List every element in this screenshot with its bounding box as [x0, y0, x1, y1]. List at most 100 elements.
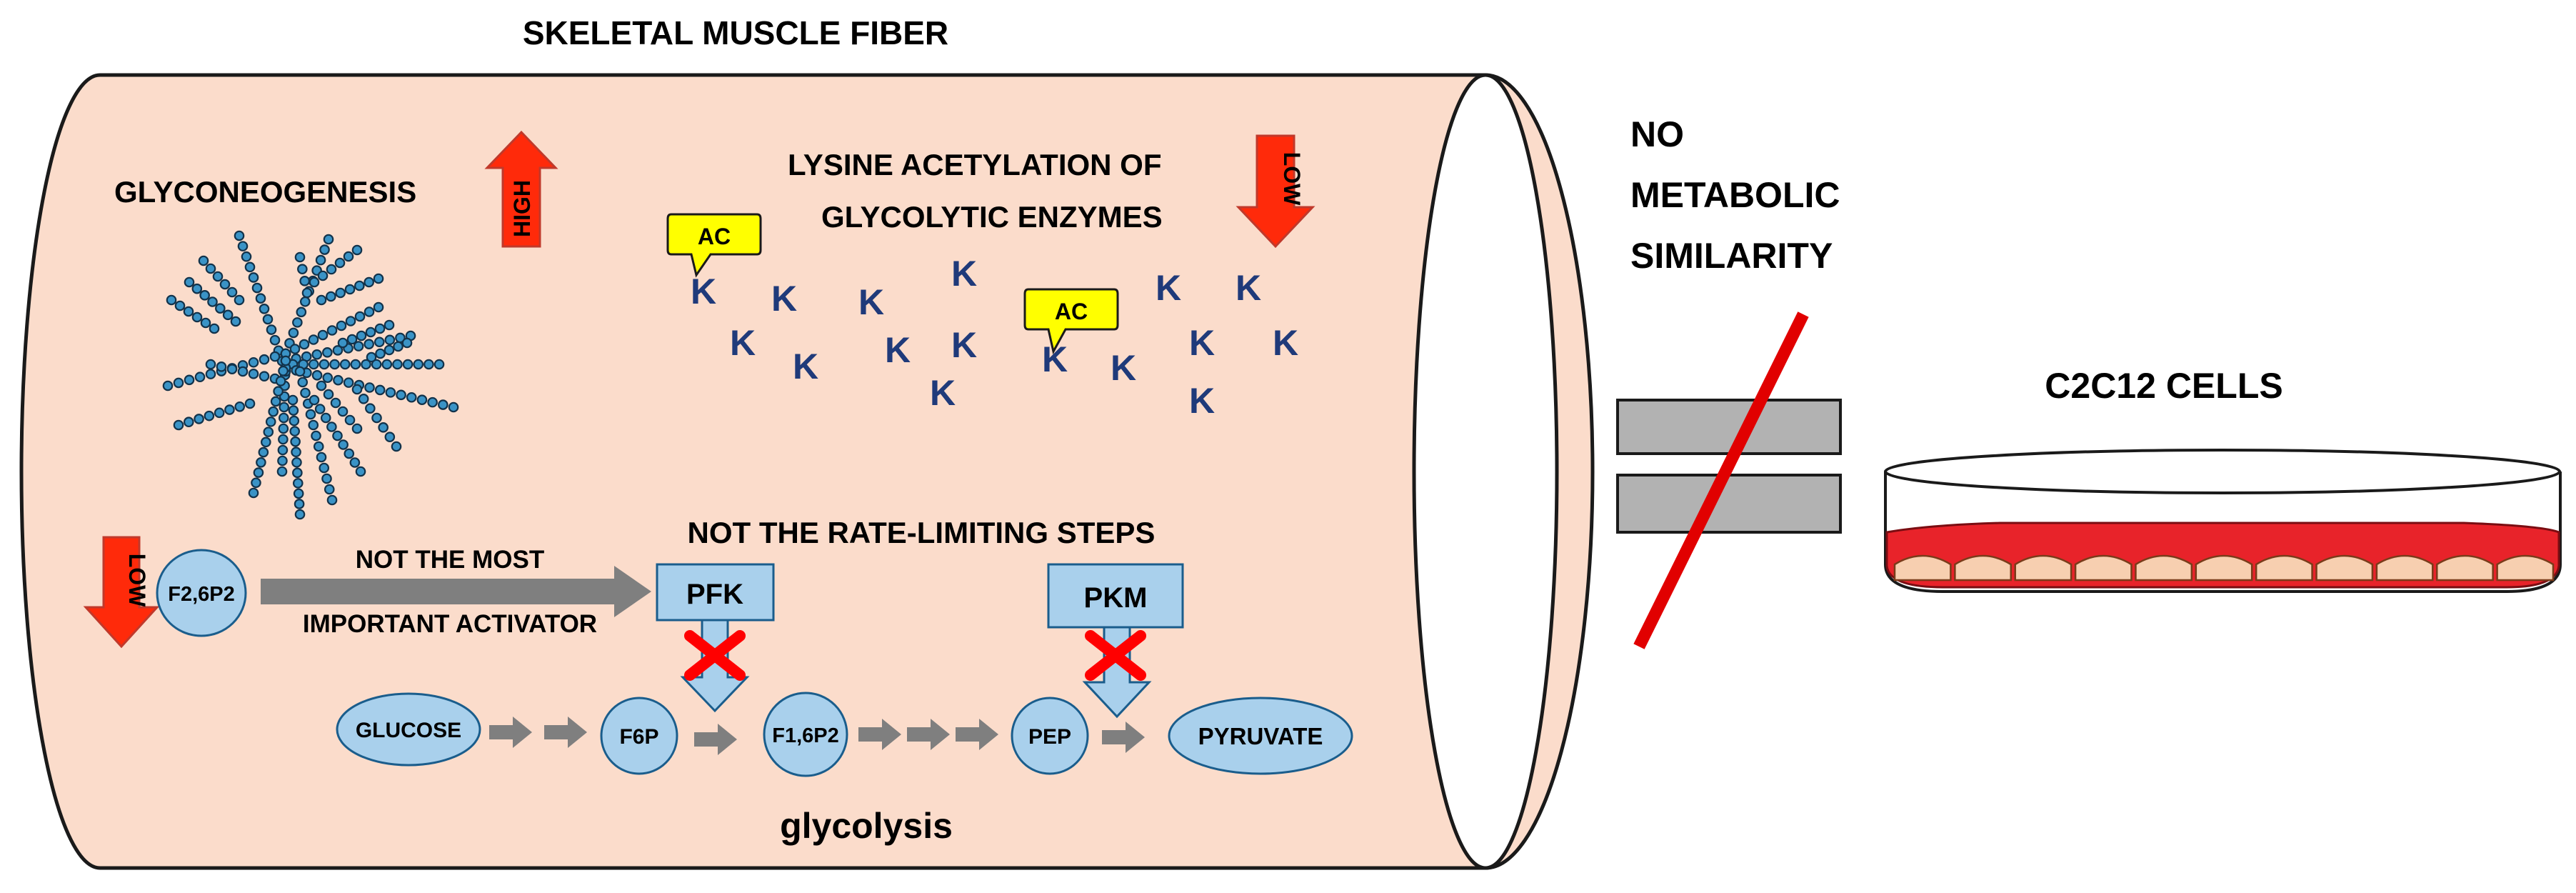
glucose-unit — [366, 351, 377, 363]
high-up-arrow: HIGH — [484, 130, 558, 248]
glucose-unit — [263, 426, 274, 437]
glucose-unit — [288, 405, 299, 416]
glucose-unit — [358, 394, 369, 404]
glucose-unit — [402, 359, 414, 370]
glucose-unit — [326, 494, 338, 506]
glucose-unit — [301, 287, 313, 299]
glucose-unit — [343, 377, 354, 388]
glucose-unit — [401, 337, 413, 349]
figure-title: SKELETAL MUSCLE FIBER — [523, 14, 948, 51]
glucose-unit — [214, 407, 225, 419]
lysine-residue: K — [730, 323, 756, 363]
glucose-unit — [344, 284, 356, 295]
glucose-unit — [258, 446, 269, 458]
glucose-unit — [374, 336, 385, 348]
glucose-unit — [344, 448, 355, 459]
glycogen-molecule-icon — [162, 230, 459, 520]
glucose-unit — [183, 416, 194, 428]
glucose-unit — [278, 423, 289, 434]
glucose-unit — [297, 376, 309, 388]
glucose-unit — [278, 365, 289, 376]
glucose-unit — [311, 430, 321, 441]
glucose-unit — [198, 255, 209, 266]
glucose-unit — [292, 467, 303, 479]
glucose-unit — [224, 404, 235, 415]
pyruvate-label: PYRUVATE — [1198, 723, 1323, 749]
cell — [1954, 554, 2012, 582]
glucose-unit — [256, 457, 266, 468]
glucose-unit — [374, 384, 386, 396]
lysine-residue: K — [930, 373, 956, 413]
glucose-unit — [326, 421, 337, 432]
glucose-unit — [335, 287, 346, 299]
pathway-arrow — [544, 717, 587, 748]
glucose-unit — [378, 422, 389, 433]
glucose-unit — [287, 394, 299, 406]
lysine-residue: K — [951, 254, 977, 294]
cell — [2496, 554, 2555, 582]
cell — [1893, 554, 1952, 582]
glucose-unit — [296, 306, 307, 318]
glucose-unit — [297, 264, 308, 274]
lysine-residue: K — [951, 325, 977, 365]
glucose-unit — [248, 369, 259, 379]
glucose-unit — [184, 276, 195, 288]
glucose-unit — [289, 344, 301, 354]
glucose-unit — [230, 316, 241, 327]
pathway-arrow — [694, 724, 737, 755]
glucose-unit — [354, 311, 366, 322]
pathway-arrow — [956, 719, 998, 750]
glucose-unit — [184, 374, 195, 386]
glucose-unit — [205, 369, 216, 379]
glucose-unit — [173, 419, 184, 431]
glucose-unit — [424, 359, 434, 370]
glucose-unit — [332, 430, 343, 441]
glucose-unit — [205, 359, 216, 370]
glucose-unit — [384, 334, 396, 346]
not-equal-sign-icon — [1616, 311, 1842, 649]
glucose-unit — [237, 366, 249, 377]
low-arrow-label-acetylation: LOW — [1279, 152, 1305, 206]
glucose-unit — [448, 401, 459, 413]
glucose-unit — [438, 399, 448, 410]
lysine-residue: K — [1111, 348, 1136, 388]
glucose-unit — [305, 409, 316, 420]
petri-dish-icon — [1884, 449, 2562, 593]
glucose-unit — [374, 323, 386, 334]
glucose-unit — [293, 488, 304, 499]
comparison-text-line1: NO — [1630, 114, 1684, 154]
glucose-unit — [333, 374, 344, 386]
acetyl-tag-label: AC — [698, 224, 731, 249]
comparison-text-line2: METABOLIC — [1630, 175, 1840, 215]
glucose-unit — [396, 389, 406, 401]
glucose-unit — [294, 509, 306, 520]
rate-limiting-label: NOT THE RATE-LIMITING STEPS — [688, 516, 1156, 549]
glucose-unit — [373, 273, 384, 284]
glucose-unit — [219, 279, 231, 290]
glucose-unit — [326, 325, 338, 336]
glucose-unit — [292, 478, 304, 489]
pathway-arrow — [1102, 722, 1145, 753]
glucose-unit — [244, 398, 256, 409]
glucose-unit — [322, 347, 333, 358]
metabolite-pep: PEP — [1011, 697, 1089, 775]
glucose-unit — [300, 387, 311, 399]
cell — [2315, 554, 2374, 582]
glucose-unit — [291, 457, 302, 468]
glucose-unit — [433, 359, 445, 370]
low-down-arrow-acetylation: LOW — [1236, 134, 1315, 249]
glucose-unit — [334, 257, 346, 269]
metabolite-f16p2: F1,6P2 — [763, 692, 848, 777]
glucose-unit — [234, 401, 246, 412]
pfk-enzyme: PFK — [656, 563, 775, 713]
glucose-unit — [323, 389, 334, 400]
glucose-unit — [259, 304, 270, 314]
glucose-unit — [255, 293, 266, 304]
glucose-unit — [222, 309, 234, 321]
lysine-residue: K — [793, 346, 818, 386]
glucose-unit — [294, 499, 305, 509]
lysine-residue: K — [1156, 268, 1181, 308]
glucose-unit — [269, 351, 281, 362]
acetyl-tag-2: AC — [1023, 288, 1119, 355]
